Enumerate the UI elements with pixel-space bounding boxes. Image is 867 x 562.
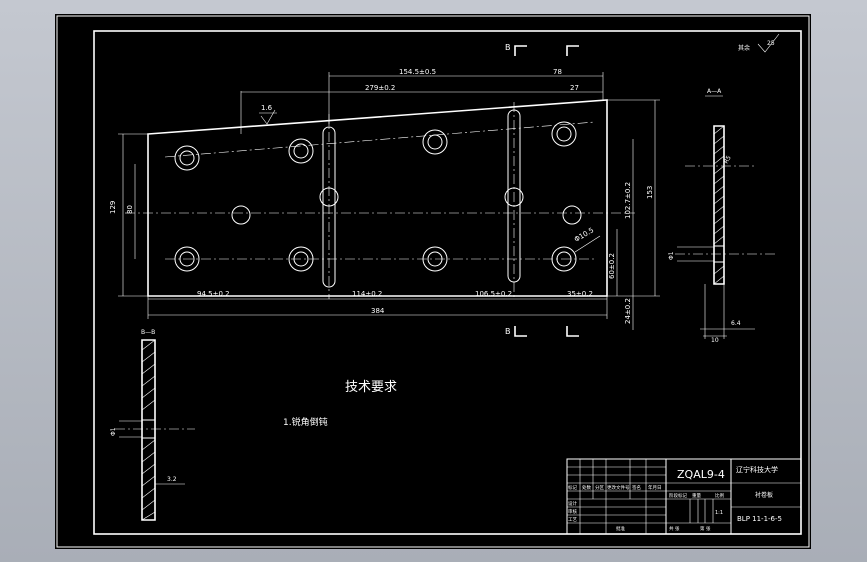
slot-right xyxy=(504,102,524,299)
section-a-a-view: A—A xyxy=(668,88,775,344)
svg-text:1.6: 1.6 xyxy=(261,104,273,112)
hole xyxy=(422,246,448,272)
plate-outline xyxy=(147,99,608,297)
svg-text:年月日: 年月日 xyxy=(648,484,662,491)
svg-text:25: 25 xyxy=(767,40,775,47)
svg-text:27: 27 xyxy=(570,84,579,92)
svg-text:签名: 签名 xyxy=(632,484,641,491)
hole xyxy=(551,121,577,147)
left-dimensions: 129 80 xyxy=(109,133,148,297)
tech-title: 技术要求 xyxy=(345,380,397,395)
technical-requirements: 技术要求 1.锐角倒钝 xyxy=(283,380,397,428)
svg-text:批准: 批准 xyxy=(616,525,625,532)
part-code: ZQAL9-4 xyxy=(677,468,725,481)
svg-text:279±0.2: 279±0.2 xyxy=(365,84,395,92)
svg-text:24±0.2: 24±0.2 xyxy=(624,298,632,324)
svg-text:94.5±0.2: 94.5±0.2 xyxy=(197,290,230,298)
drawing-number: BLP 11-1-6-5 xyxy=(737,515,782,523)
svg-text:78: 78 xyxy=(553,68,562,76)
svg-text:工艺: 工艺 xyxy=(568,517,577,523)
material: 衬卷板 xyxy=(755,491,773,499)
svg-text:129: 129 xyxy=(109,201,117,214)
title-block: 标记 处数 分区 更改文件号 签名 年月日 设计 审核 工艺 批准 ZQAL9 xyxy=(566,458,802,535)
section-marker-b-bottom: B xyxy=(505,326,579,337)
hole xyxy=(422,129,448,155)
svg-text:更改文件号: 更改文件号 xyxy=(607,484,630,491)
svg-text:共 张: 共 张 xyxy=(669,525,680,532)
svg-text:153: 153 xyxy=(646,186,654,199)
svg-text:重量: 重量 xyxy=(692,492,701,499)
svg-text:审核: 审核 xyxy=(568,508,577,515)
svg-text:B—B: B—B xyxy=(141,329,155,336)
svg-text:154.5±0.5: 154.5±0.5 xyxy=(399,68,436,76)
svg-text:6.4: 6.4 xyxy=(731,320,741,327)
outer-frame xyxy=(56,15,810,548)
svg-text:Φ1: Φ1 xyxy=(668,251,675,260)
svg-text:比例: 比例 xyxy=(715,492,724,499)
svg-text:10: 10 xyxy=(711,337,719,344)
surface-finish-local: 1.6 xyxy=(259,104,277,125)
svg-text:阶段标记: 阶段标记 xyxy=(669,492,687,499)
hole xyxy=(174,145,200,171)
drawing-canvas[interactable]: 1.6 154.5±0.5 78 279±0.2 27 xyxy=(55,14,811,549)
hole xyxy=(288,246,314,272)
drawing-sheet: 1.6 154.5±0.5 78 279±0.2 27 xyxy=(55,14,811,549)
svg-text:106.5±0.2: 106.5±0.2 xyxy=(475,290,512,298)
small-hole xyxy=(231,205,251,225)
svg-text:384: 384 xyxy=(371,307,385,315)
svg-text:分区: 分区 xyxy=(595,484,604,491)
svg-text:102.7±0.2: 102.7±0.2 xyxy=(624,182,632,219)
svg-text:60±0.2: 60±0.2 xyxy=(608,253,616,279)
surface-finish-remaining: 其余 25 xyxy=(738,33,780,53)
section-marker-b-top: B xyxy=(505,43,579,56)
svg-text:114±0.2: 114±0.2 xyxy=(352,290,382,298)
svg-text:35±0.2: 35±0.2 xyxy=(567,290,593,298)
hole xyxy=(288,138,314,164)
inner-frame xyxy=(93,30,802,535)
svg-text:处数: 处数 xyxy=(582,484,591,491)
main-plate-view: 1.6 154.5±0.5 78 279±0.2 27 xyxy=(109,68,660,330)
hole xyxy=(174,246,200,272)
svg-text:A—A: A—A xyxy=(707,88,722,95)
svg-text:第 张: 第 张 xyxy=(700,525,711,532)
svg-text:Φ1: Φ1 xyxy=(110,427,117,436)
svg-text:R5: R5 xyxy=(723,154,733,165)
svg-text:1:1: 1:1 xyxy=(715,510,723,516)
tech-note: 1.锐角倒钝 xyxy=(283,416,328,428)
small-hole xyxy=(562,205,582,225)
svg-text:80: 80 xyxy=(126,205,134,214)
bolt-holes xyxy=(174,121,582,272)
section-b-b-view: B—B xyxy=(110,329,195,521)
svg-text:设计: 设计 xyxy=(568,500,577,507)
svg-text:B: B xyxy=(505,327,511,336)
svg-text:3.2: 3.2 xyxy=(167,476,177,483)
bottom-dimensions: 94.5±0.2 114±0.2 106.5±0.2 35±0.2 384 xyxy=(147,290,608,319)
institution: 辽宁科技大学 xyxy=(736,465,778,474)
svg-text:其余: 其余 xyxy=(738,44,750,52)
svg-text:B: B xyxy=(505,43,511,52)
hole xyxy=(551,246,577,272)
top-dimensions: 154.5±0.5 78 279±0.2 27 xyxy=(240,68,604,134)
slot-left xyxy=(319,114,339,299)
svg-text:标记: 标记 xyxy=(568,484,577,491)
